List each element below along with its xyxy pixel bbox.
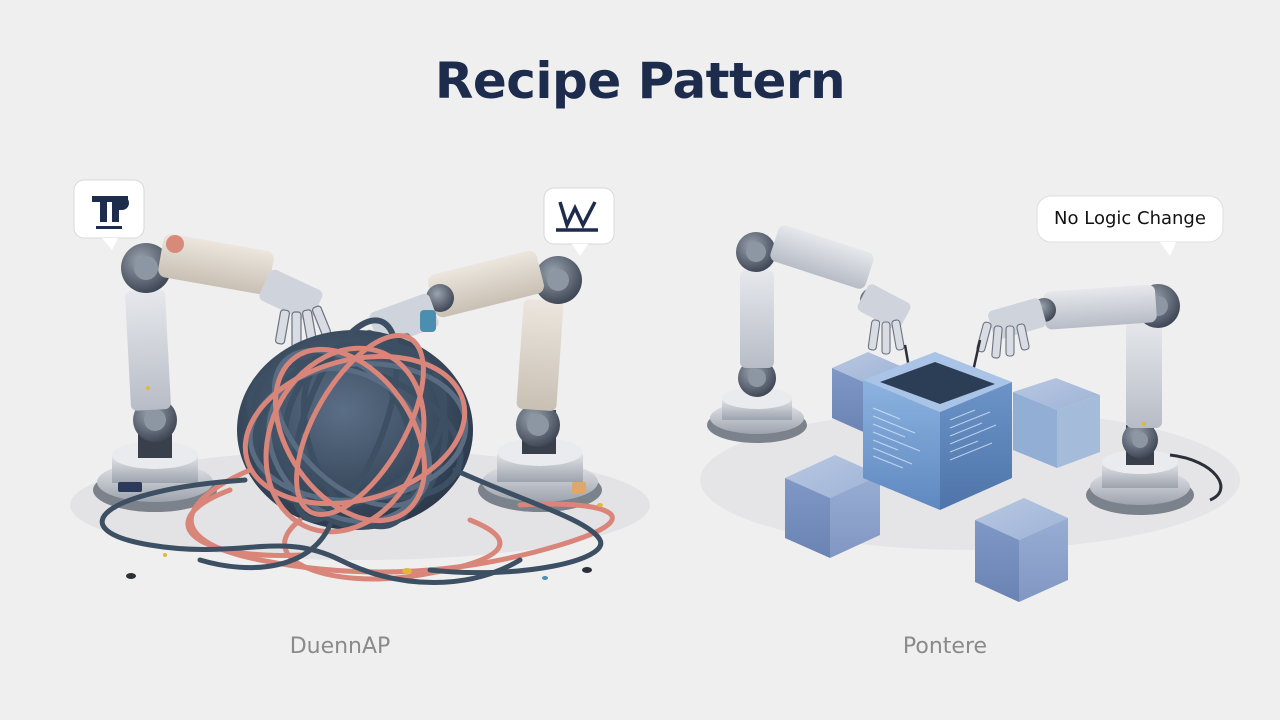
right-robot-arm-b xyxy=(968,284,1223,515)
t-logo-bubble xyxy=(73,179,145,250)
cube-back-right xyxy=(1013,378,1100,468)
w-chart-icon xyxy=(556,201,598,232)
right-robot-arm-a xyxy=(707,225,914,443)
w-chart-bubble xyxy=(543,187,615,256)
tangled-cable-ball xyxy=(99,317,615,585)
page-title: Recipe Pattern xyxy=(434,52,846,110)
cube-front-left xyxy=(785,455,880,558)
left-scene xyxy=(70,179,650,585)
left-robot-arm-a xyxy=(93,234,331,512)
t-logo-icon xyxy=(92,196,129,229)
right-caption: Pontere xyxy=(902,634,988,659)
left-robot-arm-b xyxy=(357,250,602,512)
cube-front-right xyxy=(975,498,1068,602)
left-caption: DuennAP xyxy=(289,634,391,659)
no-logic-change-label: No Logic Change xyxy=(1054,208,1206,229)
no-logic-change-bubble xyxy=(1036,195,1224,256)
right-scene xyxy=(700,195,1240,602)
central-code-cube xyxy=(863,352,1012,510)
